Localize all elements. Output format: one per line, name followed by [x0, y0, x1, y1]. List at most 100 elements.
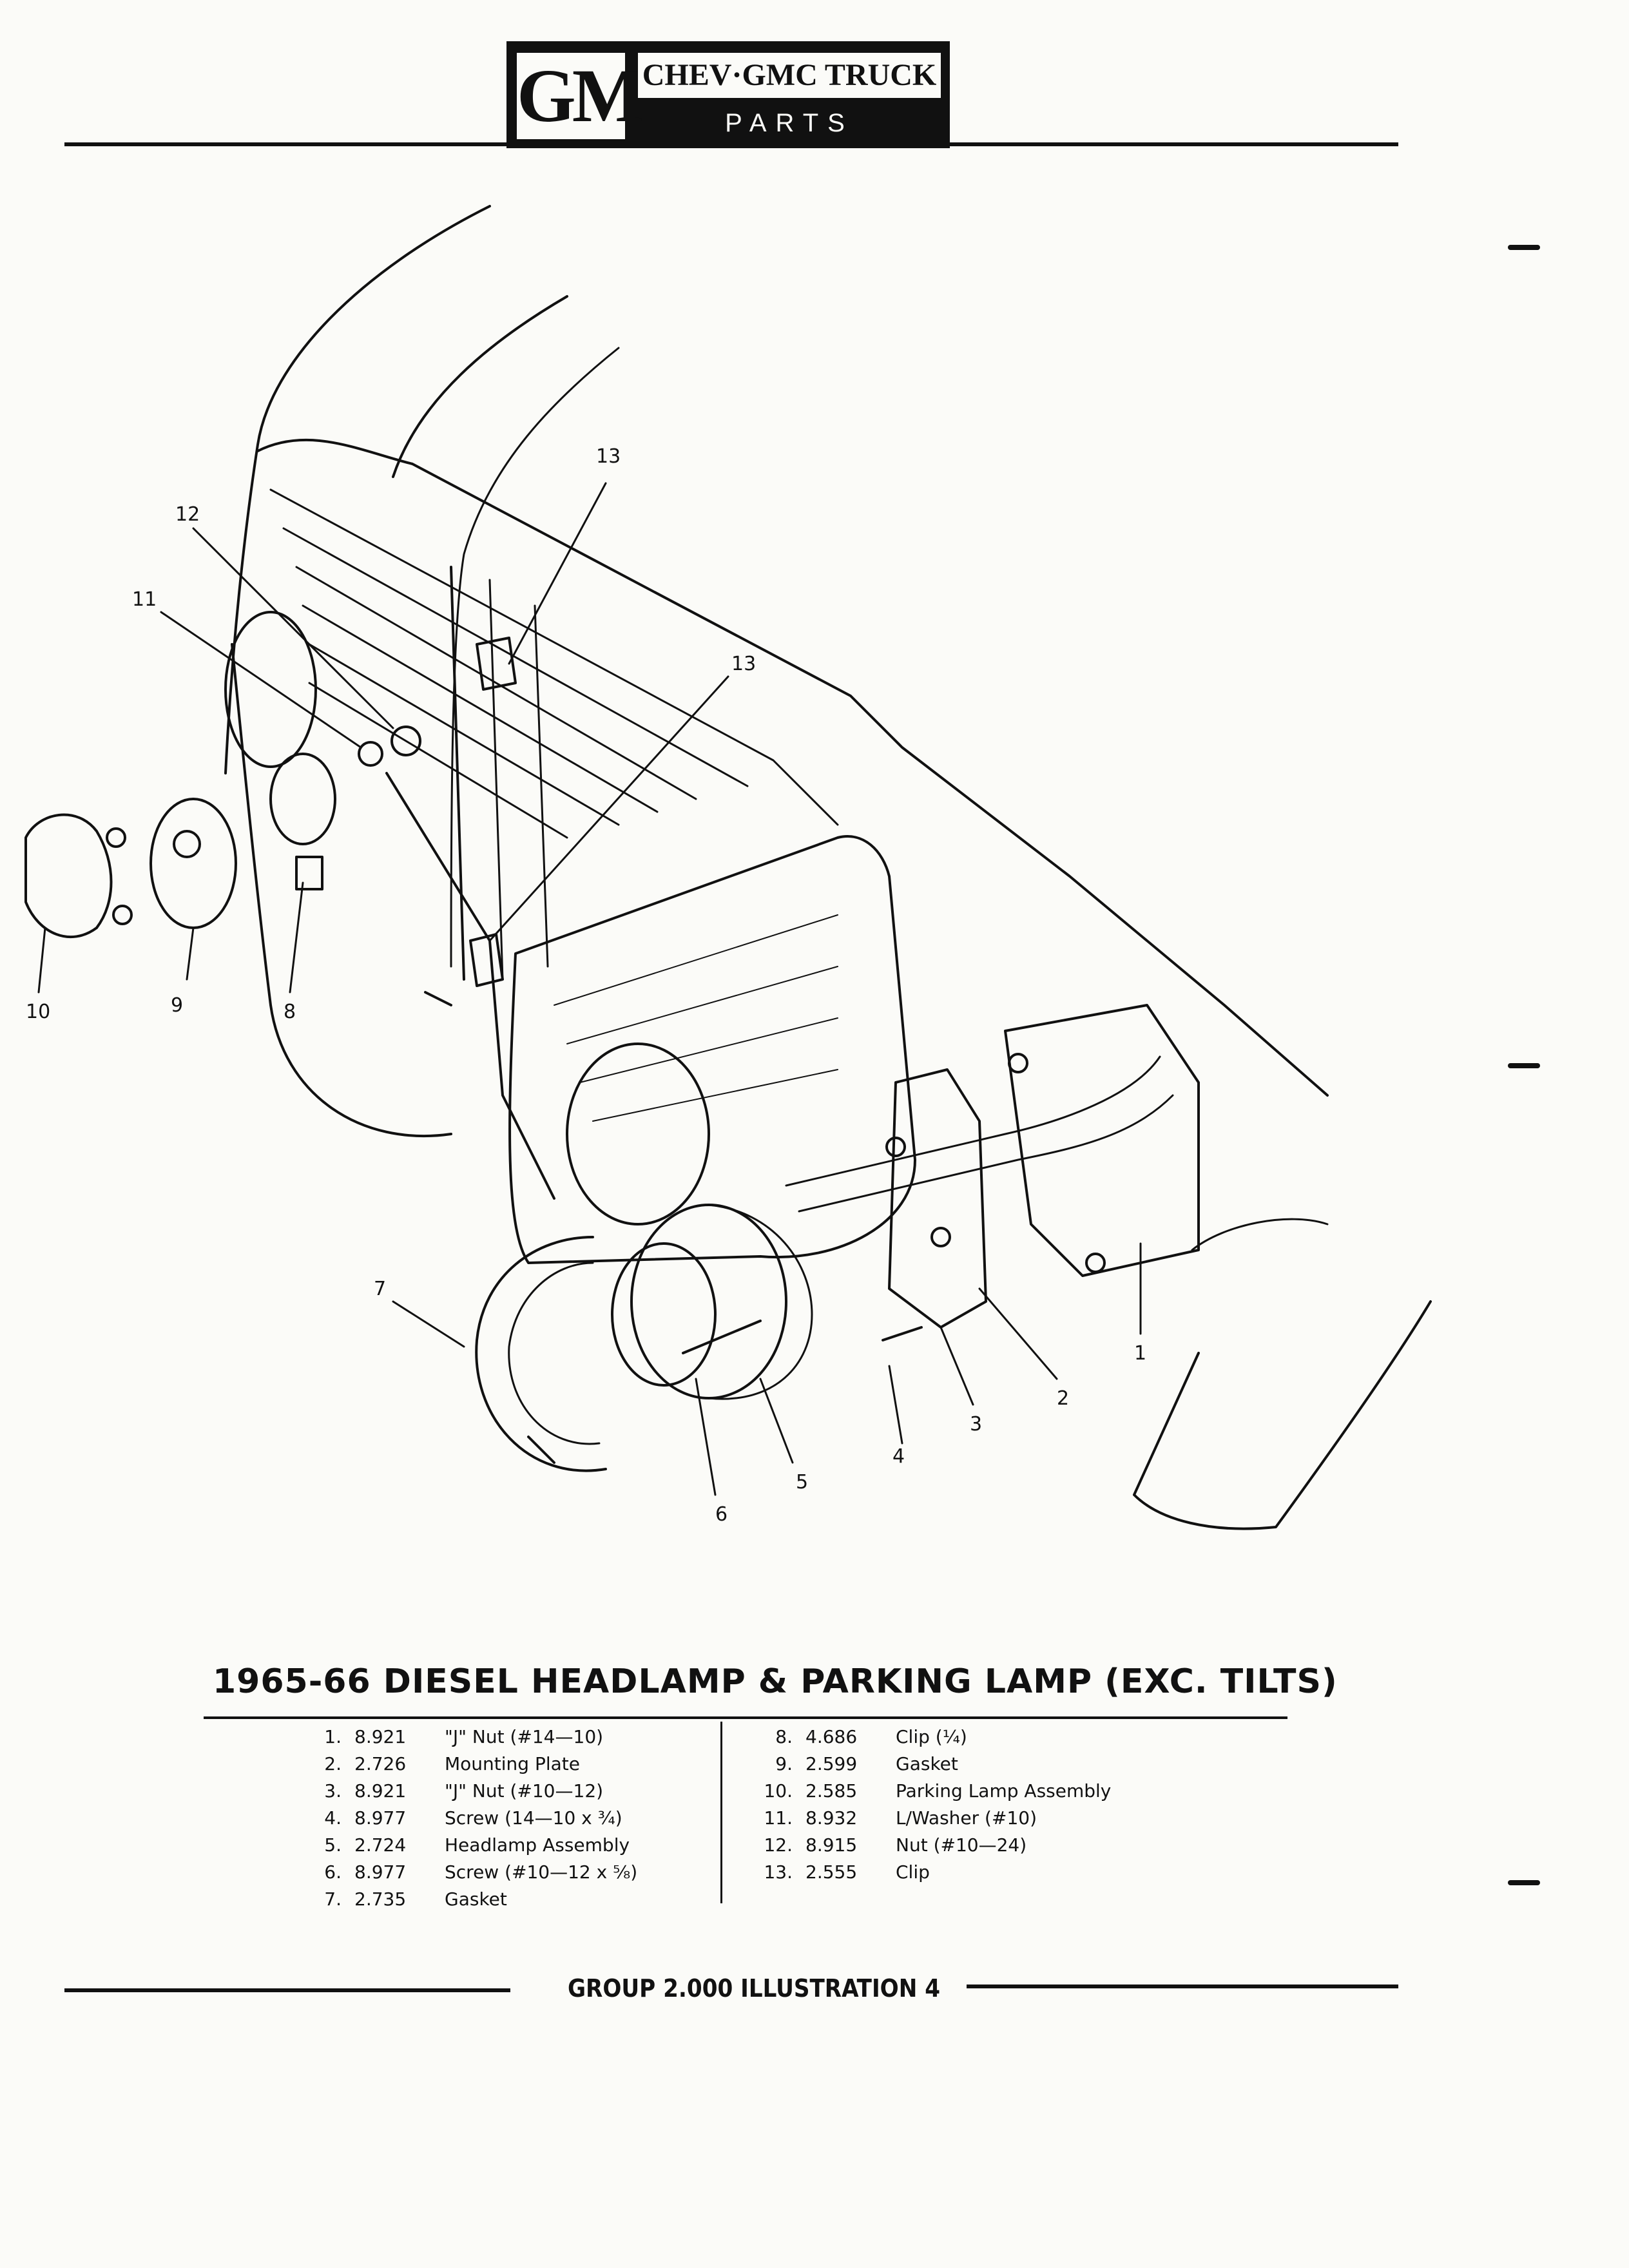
part-number: 1. [324, 1726, 342, 1747]
margin-mark [1508, 245, 1540, 250]
callout-3: 3 [970, 1413, 982, 1436]
grille-frame [295, 566, 697, 800]
part-description: Headlamp Assembly [445, 1834, 630, 1856]
part-description: Gasket [896, 1753, 958, 1774]
part-code: 4.686 [805, 1726, 858, 1747]
brand-line: CHEV·GMC TRUCK [638, 53, 941, 98]
callout-2: 2 [1057, 1387, 1069, 1410]
part-code: 2.724 [354, 1834, 407, 1856]
leader-line [940, 1326, 974, 1406]
title-rule [204, 1716, 1287, 1719]
part-description: Nut (#10—24) [896, 1834, 1027, 1856]
callout-5: 5 [796, 1471, 808, 1494]
headlamp-rim [708, 1204, 813, 1400]
parking-lamp-assembly [24, 813, 113, 939]
callout-13-lower: 13 [731, 653, 756, 675]
gasket-center-hole [173, 830, 201, 858]
fender-outline [392, 295, 568, 478]
leader-line [488, 675, 729, 942]
callout-6: 6 [715, 1503, 728, 1526]
fender-outline [224, 205, 491, 774]
washer [358, 741, 383, 767]
leader-line [392, 1300, 465, 1348]
part-description: Screw (14—10 x ¾) [445, 1807, 622, 1829]
part-code: 2.599 [805, 1753, 858, 1774]
gasket-ring [527, 1436, 555, 1464]
mounting-plate-hole [885, 1137, 906, 1157]
column-divider [720, 1722, 722, 1903]
part-description: Gasket [445, 1888, 507, 1910]
part-number: 9. [775, 1753, 793, 1774]
screw-stud [424, 991, 452, 1006]
grille-frame [269, 488, 839, 826]
side-panel [488, 579, 504, 981]
leader-line [186, 927, 195, 981]
leader-line [160, 611, 362, 749]
headlamp-opening [566, 1043, 710, 1225]
part-code: 8.977 [354, 1807, 407, 1829]
parking-lamp-stud [106, 827, 126, 848]
clip-13-lower [469, 933, 504, 987]
part-code: 8.921 [354, 1780, 407, 1802]
margin-mark [1508, 1063, 1540, 1068]
callout-1: 1 [1134, 1342, 1146, 1365]
part-code: 2.585 [805, 1780, 858, 1802]
part-number: 11. [764, 1807, 793, 1829]
headlamp-assembly [630, 1204, 787, 1399]
nut [390, 726, 421, 756]
mounting-plate [888, 1068, 987, 1329]
bracket-stud [1085, 1253, 1106, 1273]
part-code: 8.932 [805, 1807, 858, 1829]
part-code: 8.921 [354, 1726, 407, 1747]
part-code: 2.735 [354, 1888, 407, 1910]
part-number: 8. [775, 1726, 793, 1747]
gasket-ring [508, 1262, 601, 1445]
bracket-stud [1008, 1053, 1028, 1073]
part-number: 3. [324, 1780, 342, 1802]
screw-6 [682, 1320, 762, 1354]
fender-right [1191, 1218, 1329, 1251]
grille-frame [385, 772, 555, 1200]
callout-4: 4 [892, 1445, 905, 1468]
callout-7: 7 [374, 1278, 386, 1300]
parking-lamp-stud [112, 905, 133, 925]
grille-frame [282, 527, 749, 787]
housing-ribs [554, 914, 838, 1122]
grille-frame [302, 604, 659, 813]
grille-frame [231, 643, 452, 1138]
part-code: 8.977 [354, 1861, 407, 1883]
part-description: Clip [896, 1861, 930, 1883]
part-number: 13. [764, 1861, 793, 1883]
leader-line [888, 1365, 903, 1445]
callout-10: 10 [26, 1001, 50, 1023]
illustration-title: 1965-66 DIESEL HEADLAMP & PARKING LAMP (… [213, 1662, 1338, 1701]
gasket-ring [475, 1236, 607, 1472]
header-rule [64, 142, 1398, 146]
exploded-view-diagram: 1 2 3 4 5 6 7 8 9 10 11 12 13 13 [24, 205, 1432, 1530]
screw-4 [882, 1326, 923, 1341]
catalogue-line: PARTS CATALOGUE [671, 109, 908, 177]
leader-line [37, 927, 46, 994]
clip-8 [295, 856, 323, 890]
part-number: 2. [324, 1753, 342, 1774]
footer-rule [967, 1984, 1398, 1988]
side-panel [534, 604, 549, 968]
wiring [798, 1094, 1174, 1213]
part-number: 5. [324, 1834, 342, 1856]
clip-13-upper [476, 637, 517, 691]
leader-line [695, 1378, 717, 1496]
part-description: "J" Nut (#14—10) [445, 1726, 604, 1747]
leader-line [289, 881, 304, 994]
hood-line [450, 347, 620, 968]
grille-frame [308, 682, 568, 839]
grille-frame [256, 438, 1329, 1097]
leader-line [759, 1378, 794, 1464]
callout-11: 11 [132, 588, 157, 611]
parking-lamp-opening [224, 611, 317, 768]
rear-bracket [1004, 1004, 1200, 1277]
part-description: "J" Nut (#10—12) [445, 1780, 604, 1802]
headlamp-housing [508, 835, 916, 1264]
part-number: 10. [764, 1780, 793, 1802]
callout-13-upper: 13 [596, 445, 621, 468]
part-description: Screw (#10—12 x ⅝) [445, 1861, 638, 1883]
